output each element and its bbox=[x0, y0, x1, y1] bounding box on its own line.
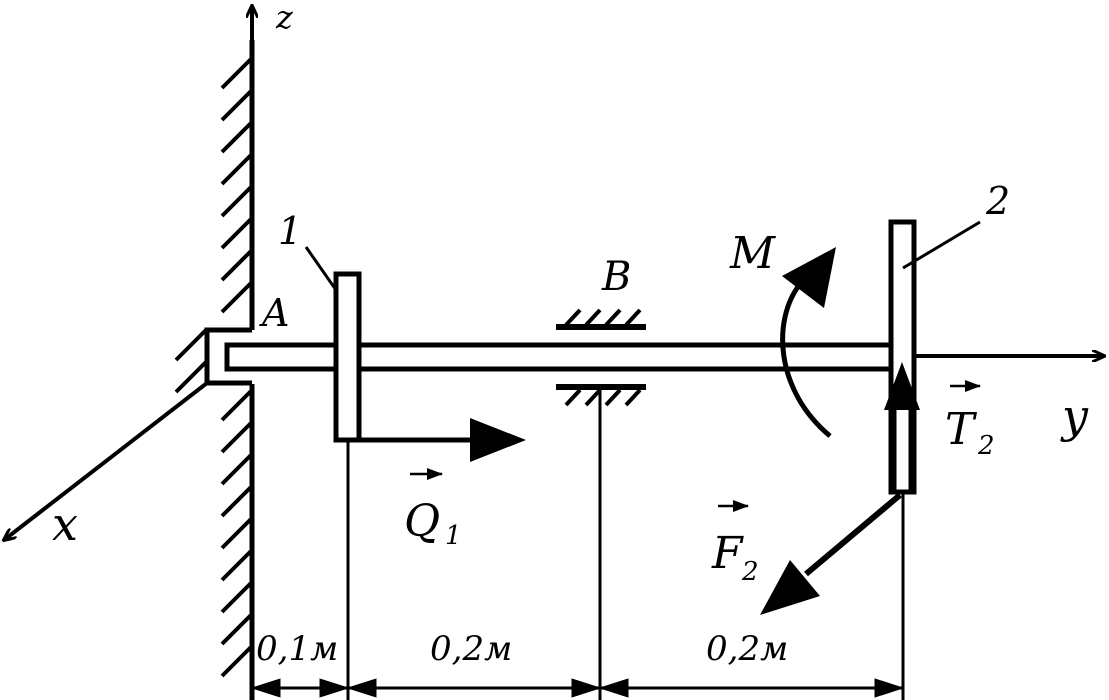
svg-text:T: T bbox=[945, 404, 978, 455]
point-b-label: B bbox=[601, 254, 631, 300]
svg-text:2: 2 bbox=[741, 557, 759, 587]
force-t2-arrow bbox=[884, 362, 920, 490]
force-f2-arrow bbox=[760, 492, 902, 615]
wall bbox=[174, 40, 255, 700]
force-f2-label: F 2 bbox=[711, 500, 759, 587]
force-q1-label: Q 1 bbox=[404, 468, 462, 551]
force-t2-label: T 2 bbox=[945, 380, 995, 461]
wheel-1-leader bbox=[304, 246, 338, 291]
y-axis-label: y bbox=[1060, 389, 1089, 443]
point-a-label: A bbox=[259, 291, 289, 335]
wheel-2-leader bbox=[902, 220, 981, 270]
support-a-bracket bbox=[204, 327, 252, 386]
dimension-lines bbox=[250, 387, 905, 700]
svg-text:Q: Q bbox=[404, 496, 440, 547]
moment-m-arrow bbox=[780, 247, 836, 438]
dimension-label-3: 0,2м bbox=[706, 629, 788, 669]
svg-text:F: F bbox=[711, 528, 744, 579]
x-axis bbox=[4, 381, 209, 540]
wall-hatching bbox=[174, 56, 254, 678]
svg-text:2: 2 bbox=[977, 431, 995, 461]
force-q1-arrow bbox=[350, 418, 526, 462]
wheel-2-label: 2 bbox=[985, 179, 1010, 223]
dimension-label-1: 0,1м bbox=[256, 629, 338, 669]
wheel-1 bbox=[333, 271, 362, 443]
shaft bbox=[224, 342, 894, 372]
z-axis-label: z bbox=[275, 0, 294, 36]
dimension-label-2: 0,2м bbox=[430, 629, 512, 669]
x-axis-label: x bbox=[52, 497, 78, 551]
svg-text:1: 1 bbox=[445, 521, 462, 551]
moment-m-label: M bbox=[729, 228, 776, 279]
wheel-1-label: 1 bbox=[278, 209, 302, 253]
